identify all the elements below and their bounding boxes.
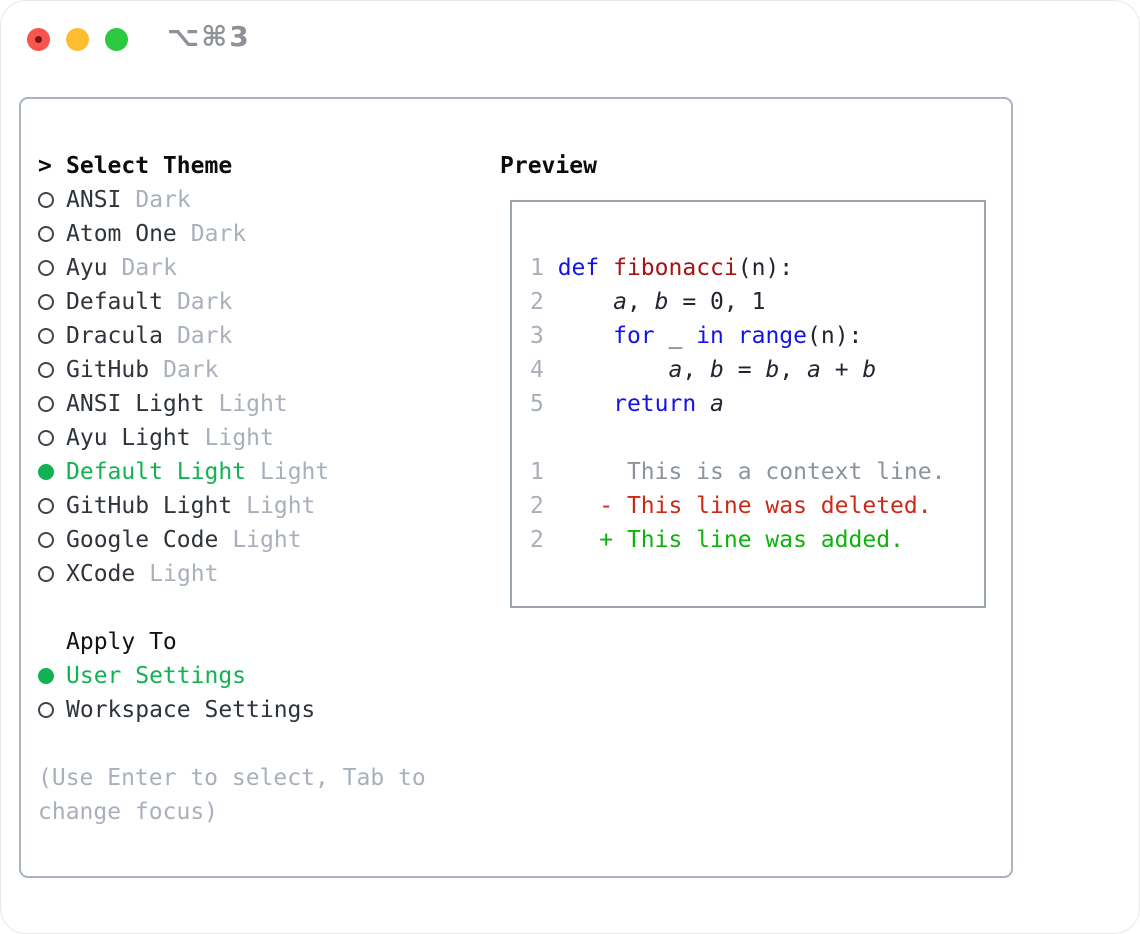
spacer <box>38 727 478 761</box>
theme-option-ayu-dark[interactable]: Ayu Dark <box>38 251 478 285</box>
select-theme-header: > Select Theme <box>38 149 478 183</box>
code-line-2: 2 a, b = 0, 1 <box>530 289 766 315</box>
radio-icon <box>38 362 66 378</box>
theme-variant-label: Dark <box>190 221 247 247</box>
select-theme-title: Select Theme <box>66 153 233 179</box>
preview-pane: 1 def fibonacci(n): 2 a, b = 0, 1 3 for _ … <box>510 200 986 608</box>
theme-option-default-light-light[interactable]: Default Light Light <box>38 455 478 489</box>
theme-variant-label: Dark <box>176 289 233 315</box>
apply-option-label: Workspace Settings <box>66 697 316 723</box>
window-title: ⌥⌘3 <box>167 20 251 53</box>
theme-option-atom-one-dark[interactable]: Atom One Dark <box>38 217 478 251</box>
theme-variant-label: Light <box>246 493 316 519</box>
theme-name: Dracula <box>66 323 163 349</box>
code-line-7: 1 This is a context line. <box>530 459 946 485</box>
code-preview: 1 def fibonacci(n): 2 a, b = 0, 1 3 for _ … <box>530 251 984 557</box>
theme-option-default-dark[interactable]: Default Dark <box>38 285 478 319</box>
theme-option-dracula-dark[interactable]: Dracula Dark <box>38 319 478 353</box>
selection-prompt-icon: > <box>38 153 52 179</box>
theme-option-xcode-light[interactable]: XCode Light <box>38 557 478 591</box>
theme-name: Atom One <box>66 221 177 247</box>
apply-option-user-settings[interactable]: User Settings <box>38 659 478 693</box>
spacer <box>38 591 478 625</box>
close-button-icon[interactable] <box>27 28 50 51</box>
radio-icon <box>38 532 66 548</box>
radio-selected-icon <box>38 668 66 684</box>
radio-icon <box>38 498 66 514</box>
theme-option-google-code-light[interactable]: Google Code Light <box>38 523 478 557</box>
theme-name: Google Code <box>66 527 219 553</box>
theme-variant-label: Dark <box>163 357 219 383</box>
code-line-8: 2 - This line was deleted. <box>530 493 932 519</box>
theme-name: XCode <box>66 561 136 587</box>
apply-option-workspace-settings[interactable]: Workspace Settings <box>38 693 478 727</box>
theme-variant-label: Light <box>260 459 330 485</box>
radio-icon <box>38 702 66 718</box>
theme-name: Ayu Light <box>66 425 191 451</box>
radio-icon <box>38 294 66 310</box>
theme-name: ANSI Light <box>66 391 205 417</box>
radio-icon <box>38 328 66 344</box>
theme-option-github-dark[interactable]: GitHub Dark <box>38 353 478 387</box>
radio-icon <box>38 260 66 276</box>
apply-to-header: Apply To <box>38 625 478 659</box>
apply-option-label: User Settings <box>66 663 247 689</box>
help-text: (Use Enter to select, Tab to change focu… <box>38 765 426 825</box>
code-line-4: 4 a, b = b, a + b <box>530 357 877 383</box>
radio-icon <box>38 430 66 446</box>
theme-name: GitHub <box>66 357 150 383</box>
preview-title: Preview <box>500 153 597 179</box>
code-line-5: 5 return a <box>530 391 724 417</box>
theme-name: GitHub Light <box>66 493 233 519</box>
theme-option-ayu-light-light[interactable]: Ayu Light Light <box>38 421 478 455</box>
theme-name: ANSI <box>66 187 122 213</box>
title-bar: ⌥⌘3 <box>0 0 1140 76</box>
code-line-6 <box>530 421 984 455</box>
apply-to-title: Apply To <box>66 629 177 655</box>
theme-variant-label: Dark <box>176 323 233 349</box>
code-line-3: 3 for _ in range(n): <box>530 323 863 349</box>
theme-name: Default <box>66 289 163 315</box>
radio-icon <box>38 192 66 208</box>
theme-variant-label: Dark <box>135 187 191 213</box>
radio-icon <box>38 226 66 242</box>
theme-name: Default Light <box>66 459 247 485</box>
theme-variant-label: Light <box>232 527 302 553</box>
code-line-1: 1 def fibonacci(n): <box>530 255 794 281</box>
theme-option-github-light-light[interactable]: GitHub Light Light <box>38 489 478 523</box>
theme-option-ansi-light-light[interactable]: ANSI Light Light <box>38 387 478 421</box>
theme-name: Ayu <box>66 255 108 281</box>
radio-icon <box>38 396 66 412</box>
theme-variant-label: Light <box>149 561 219 587</box>
zoom-button-icon[interactable] <box>105 28 128 51</box>
theme-variant-label: Light <box>218 391 288 417</box>
radio-icon <box>38 566 66 582</box>
theme-variant-label: Light <box>204 425 274 451</box>
radio-selected-icon <box>38 464 66 480</box>
theme-variant-label: Dark <box>121 255 177 281</box>
minimize-button-icon[interactable] <box>66 28 89 51</box>
code-line-9: 2 + This line was added. <box>530 527 904 553</box>
theme-option-ansi-dark[interactable]: ANSI Dark <box>38 183 478 217</box>
